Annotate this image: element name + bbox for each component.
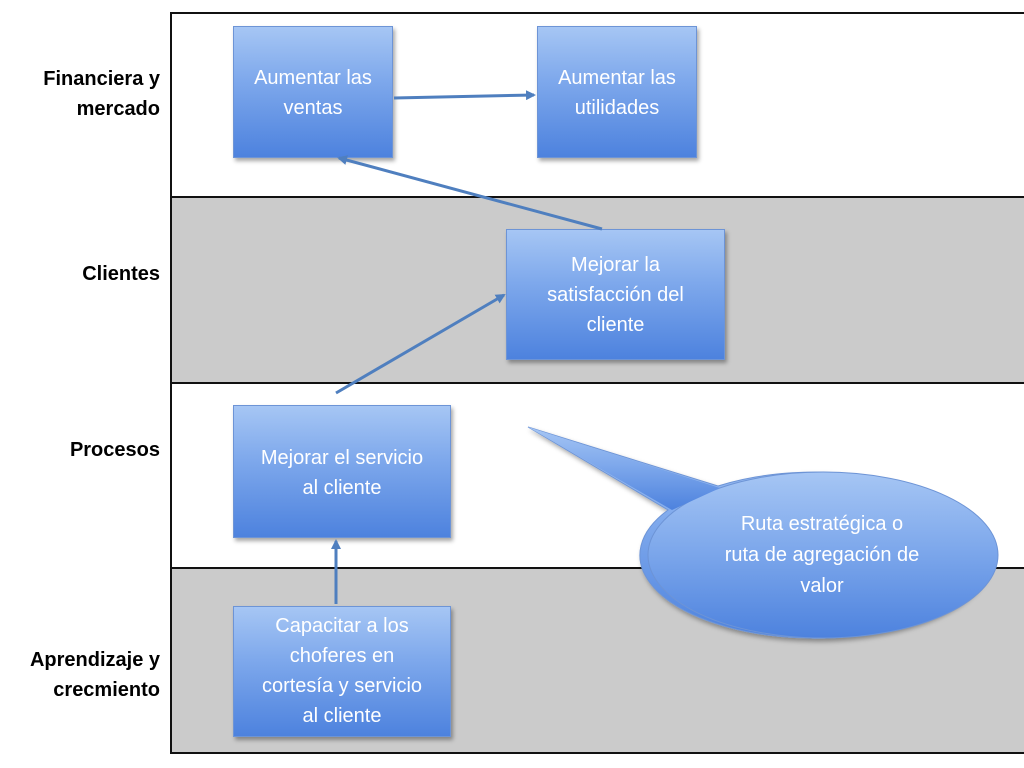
box-aumentar-ventas[interactable]: Aumentar las ventas — [233, 26, 393, 158]
box-aumentar-utilidades[interactable]: Aumentar las utilidades — [537, 26, 697, 158]
box-line: Mejorar el servicio — [260, 447, 424, 469]
row-label-line: Aprendizaje y — [29, 649, 160, 671]
row-label-clientes: Clientes — [0, 259, 160, 289]
box-mejorar-satisfaccion[interactable]: Mejorar la satisfacción del cliente — [506, 229, 725, 360]
box-line: al cliente — [302, 477, 382, 499]
box-line: Mejorar la — [571, 254, 660, 276]
callout-text: Ruta estratégica o ruta de agregación de… — [690, 509, 954, 602]
row-label-financiera: Financiera y mercado — [0, 64, 160, 124]
box-line: satisfacción del — [547, 284, 684, 306]
row-label-line: Procesos — [69, 439, 160, 461]
box-line: cortesía y servicio — [261, 675, 423, 697]
callout-line: valor — [800, 575, 844, 597]
box-line: utilidades — [574, 97, 660, 119]
callout-line: ruta de agregación de — [724, 544, 920, 566]
row-label-procesos: Procesos — [0, 435, 160, 465]
row-label-line: mercado — [76, 98, 160, 120]
box-capacitar[interactable]: Capacitar a los choferes en cortesía y s… — [233, 606, 451, 737]
box-line: ventas — [283, 97, 343, 119]
row-label-line: crecmiento — [53, 679, 160, 701]
row-label-line: Clientes — [82, 263, 160, 285]
box-mejorar-servicio[interactable]: Mejorar el servicio al cliente — [233, 405, 451, 538]
box-line: Aumentar las — [558, 67, 676, 89]
box-line: choferes en — [289, 645, 395, 667]
box-line: cliente — [586, 314, 645, 336]
box-line: Capacitar a los — [275, 615, 409, 637]
box-line: al cliente — [302, 705, 382, 727]
row-label-line: Financiera y — [43, 68, 160, 90]
callout-line: Ruta estratégica o — [740, 513, 904, 535]
row-label-aprendizaje: Aprendizaje y crecmiento — [0, 645, 160, 705]
box-line: Aumentar las — [254, 67, 372, 89]
